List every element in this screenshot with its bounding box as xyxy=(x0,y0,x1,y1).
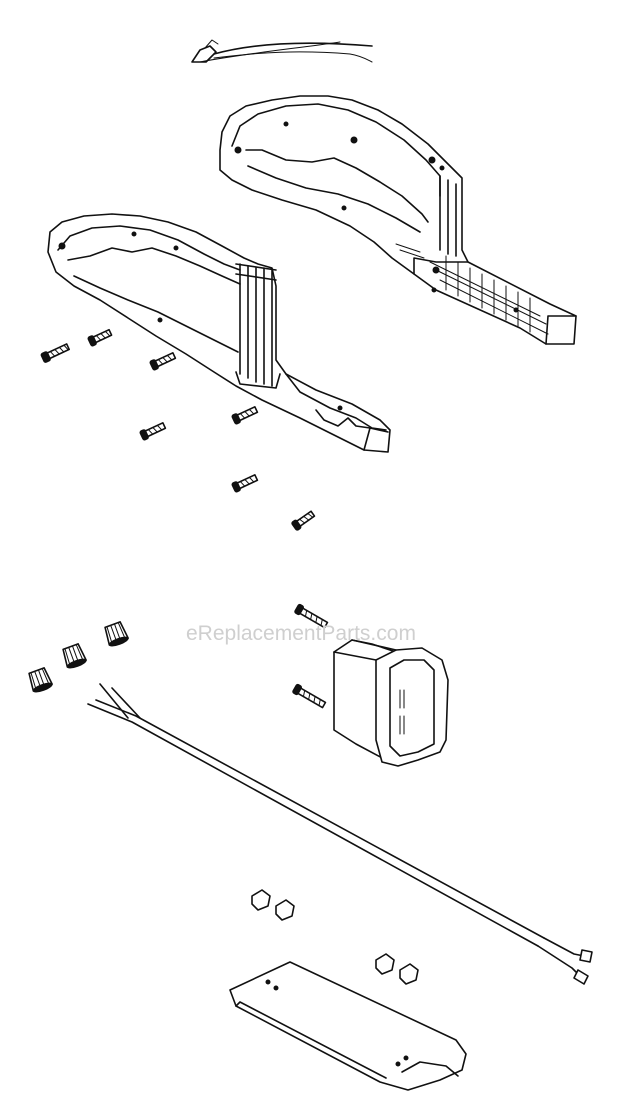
wire-nut-icon xyxy=(104,621,129,647)
screw-icon xyxy=(231,406,259,425)
screw-icon xyxy=(294,603,329,629)
screw-icon xyxy=(291,510,316,531)
wire-nut-icon xyxy=(28,667,53,693)
screw-icon xyxy=(139,422,167,441)
screw-icon xyxy=(292,683,327,709)
screw-icon xyxy=(231,474,259,493)
bumper-icon xyxy=(251,889,419,985)
power-cord-icon xyxy=(87,683,593,985)
foot-plate-icon xyxy=(229,961,467,1091)
watermark-text: eReplacementParts.com xyxy=(186,622,416,645)
screw-icon xyxy=(149,352,177,371)
screw-icon xyxy=(87,328,113,347)
right-frame-rail-icon xyxy=(219,95,577,345)
handle-bracket-icon xyxy=(292,603,449,767)
left-frame-rail-icon xyxy=(47,213,391,453)
screw-icon xyxy=(40,343,71,363)
wire-nut-icon xyxy=(62,643,87,669)
wire-harness-top-icon xyxy=(191,39,373,63)
